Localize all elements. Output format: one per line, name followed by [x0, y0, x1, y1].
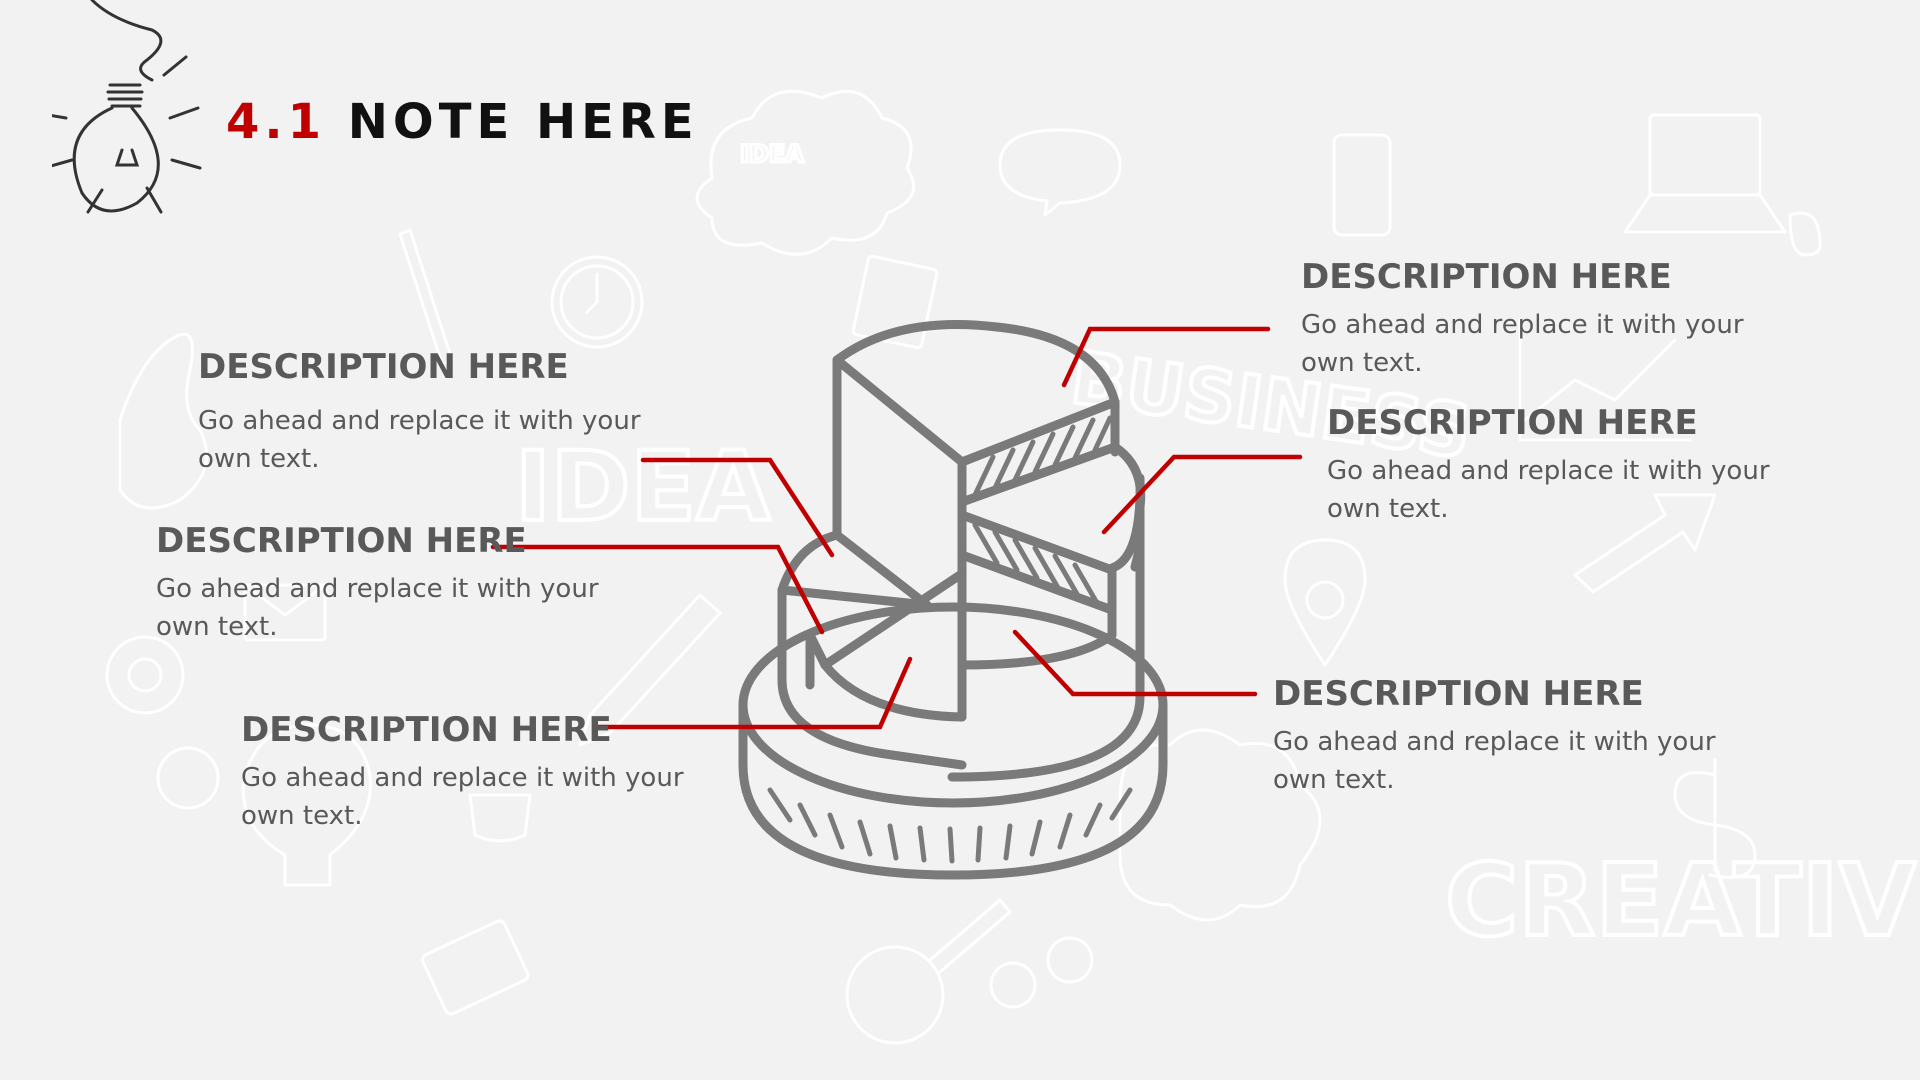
lightbulb-doodle	[241, 723, 372, 887]
arrow-doodle	[1573, 493, 1717, 594]
speech-bubble-doodle	[998, 128, 1122, 217]
creative-word: CREATIVE	[1445, 842, 1920, 959]
description-heading: DESCRIPTION HERE	[1327, 403, 1698, 443]
left-small-slices	[777, 530, 967, 770]
brain-doodle	[1118, 728, 1322, 922]
cloud-doodle	[695, 89, 916, 256]
mouse-doodle	[1788, 211, 1822, 257]
description-heading: DESCRIPTION HERE	[1273, 674, 1644, 714]
idea-cloud-word: IDEA	[740, 140, 804, 168]
magnifier-doodle	[845, 945, 945, 1045]
description-body: Go ahead and replace it with your own te…	[241, 763, 684, 831]
at-sign-doodle	[105, 635, 185, 715]
connector-right-middle	[1101, 454, 1303, 535]
description-body: Go ahead and replace it with your own te…	[1273, 727, 1716, 795]
description-left-middle: DESCRIPTION HERE Go ahead and replace it…	[156, 520, 676, 646]
pen-doodle	[398, 228, 454, 366]
connector-right-top	[1061, 326, 1271, 388]
description-body: Go ahead and replace it with your own te…	[198, 406, 641, 474]
description-left-bottom: DESCRIPTION HERE Go ahead and replace it…	[241, 709, 761, 835]
description-left-top: DESCRIPTION HERE Go ahead and replace it…	[198, 346, 718, 478]
slide-number: 4.1	[226, 94, 327, 150]
dollar-coin-doodle	[989, 961, 1037, 1009]
description-heading: DESCRIPTION HERE	[1301, 257, 1672, 297]
idea-word: IDEA	[515, 431, 770, 543]
lightbulb-icon	[52, 0, 202, 214]
growth-chart-doodle	[1518, 318, 1692, 442]
location-pin-doodle	[1283, 538, 1367, 667]
description-right-top: DESCRIPTION HERE Go ahead and replace it…	[1301, 256, 1821, 382]
euro-small-coin-doodle	[1046, 936, 1094, 984]
description-body: Go ahead and replace it with your own te…	[1327, 456, 1770, 524]
description-heading: DESCRIPTION HERE	[198, 347, 569, 387]
hand-doodle	[118, 332, 209, 510]
description-body: Go ahead and replace it with your own te…	[1301, 310, 1744, 378]
notepad-doodle	[851, 254, 939, 350]
dollar-sign-doodle	[1673, 758, 1757, 879]
connector-left-top	[640, 457, 835, 558]
phone-doodle	[1332, 133, 1392, 237]
connector-left-middle	[490, 544, 825, 635]
description-heading: DESCRIPTION HERE	[156, 521, 527, 561]
envelope-doodle	[243, 583, 327, 642]
briefcase-doodle	[421, 919, 530, 1016]
description-body: Go ahead and replace it with your own te…	[156, 574, 599, 642]
page-title: 4.1 NOTE HERE	[226, 92, 699, 152]
connector-right-bottom	[1012, 629, 1258, 697]
coffee-cup-doodle	[468, 793, 532, 843]
connector-left-bottom	[596, 656, 913, 730]
base-disc	[738, 602, 1168, 880]
description-right-middle: DESCRIPTION HERE Go ahead and replace it…	[1327, 402, 1847, 528]
description-right-bottom: DESCRIPTION HERE Go ahead and replace it…	[1273, 673, 1793, 799]
clock-doodle	[550, 255, 644, 349]
pencil-doodle	[578, 593, 722, 747]
right-stacked-slices	[947, 397, 1146, 782]
description-heading: DESCRIPTION HERE	[241, 710, 612, 750]
euro-coin-doodle	[156, 746, 220, 810]
slide-title-text: NOTE HERE	[347, 94, 699, 150]
